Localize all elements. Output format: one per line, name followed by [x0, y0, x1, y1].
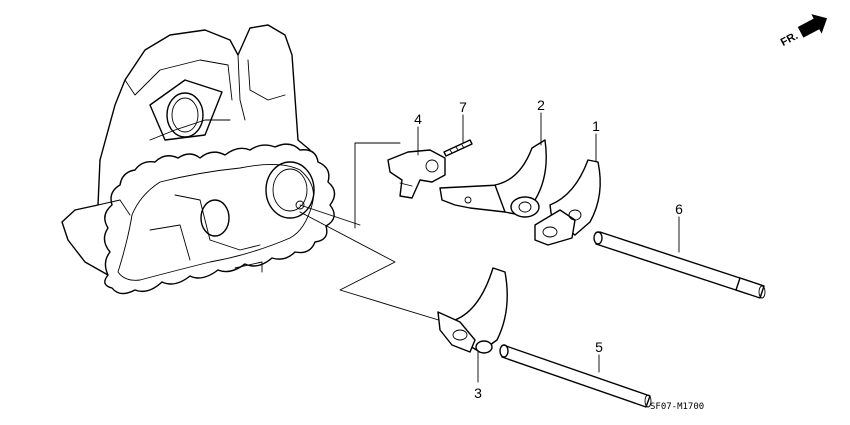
- part-5-shaft: [499, 344, 652, 408]
- part-7-pin: [443, 139, 473, 157]
- part-6-shaft: [593, 231, 766, 299]
- diagram-code: SF07-M1700: [650, 402, 704, 412]
- front-label: FR.: [779, 30, 800, 49]
- transmission-housing: [61, 24, 336, 295]
- leader-lines: [299, 142, 456, 326]
- callout-4: 4: [414, 111, 422, 127]
- front-arrow-icon: [797, 14, 828, 38]
- callout-6: 6: [675, 201, 683, 217]
- callout-1: 1: [592, 118, 600, 134]
- part-1-shift-fork: [534, 159, 601, 246]
- callout-5: 5: [595, 339, 603, 355]
- front-direction-indicator: FR.: [779, 14, 828, 49]
- callout-leaders: [417, 112, 680, 383]
- callout-2: 2: [537, 97, 545, 113]
- callout-3: 3: [474, 385, 482, 401]
- callout-7: 7: [459, 99, 467, 115]
- part-3-shift-fork: [437, 267, 508, 354]
- part-2-shift-arm: [439, 139, 547, 218]
- part-4-shift-lever: [387, 149, 446, 199]
